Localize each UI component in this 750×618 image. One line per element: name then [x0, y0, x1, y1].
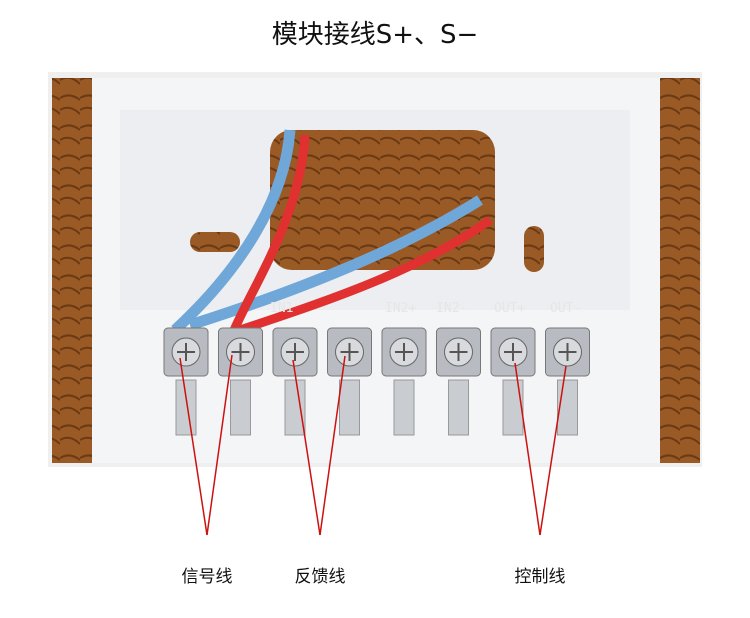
- screw-slot: [558, 343, 577, 361]
- screw-slot: [449, 343, 468, 361]
- control-wire-label: 控制线: [514, 567, 566, 587]
- screw-slot: [340, 343, 359, 361]
- terminal-clip: [448, 379, 469, 436]
- wood-left: [52, 78, 92, 463]
- terminal-label: OUT+: [494, 301, 525, 316]
- terminal-label: IN2+: [385, 301, 416, 316]
- page-title: 模块接线S+、S−: [271, 20, 479, 50]
- signal-wire-label: 信号线: [181, 567, 233, 587]
- screw-slot: [395, 343, 413, 361]
- screw-slot: [231, 343, 250, 361]
- terminal-label: OUT-: [550, 301, 581, 316]
- terminal-clip: [502, 379, 524, 436]
- cable-opening: [270, 130, 495, 270]
- feedback-wire-label: 反馈线: [294, 567, 346, 587]
- terminal-clip: [230, 379, 251, 436]
- screw-slot: [504, 343, 522, 361]
- screw-slot: [286, 343, 304, 361]
- terminal-clip: [557, 379, 578, 436]
- red-wire: [238, 216, 493, 335]
- terminal-clip: [175, 379, 197, 436]
- terminal-label: IN2-: [436, 301, 467, 316]
- red-wire: [227, 134, 310, 337]
- annotation-lines: [179, 354, 567, 536]
- wood-right: [660, 78, 700, 463]
- terminal-clip: [393, 379, 415, 436]
- screw-slot: [177, 343, 195, 361]
- blue-wire: [188, 195, 483, 331]
- terminal-clip: [339, 379, 360, 436]
- terminal-label: IN1: [270, 301, 293, 316]
- blue-wire: [171, 129, 296, 335]
- terminal-clip: [284, 379, 306, 436]
